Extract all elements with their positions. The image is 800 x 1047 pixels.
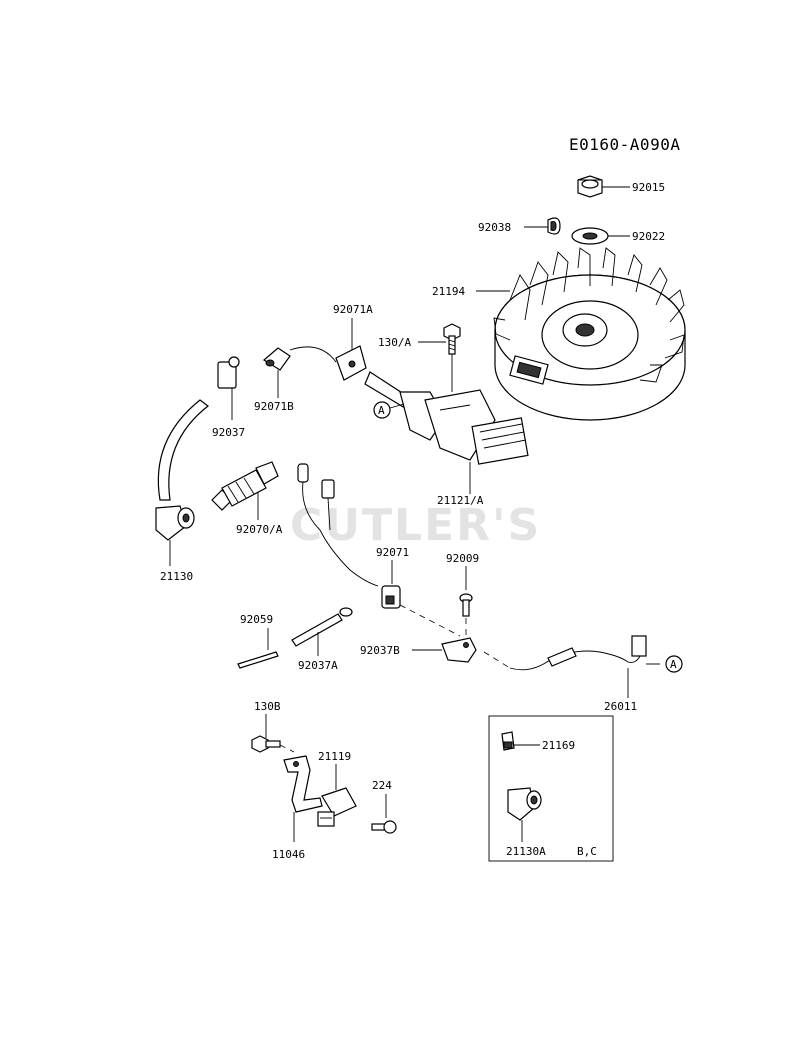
spark-plug-icon	[211, 461, 279, 511]
key-icon	[547, 217, 561, 235]
bolt-icon	[443, 323, 461, 355]
label-21194: 21194	[432, 285, 465, 298]
ignition-module-icon	[317, 787, 357, 827]
washer-icon	[571, 227, 609, 245]
mounting-bracket-icon	[283, 755, 323, 813]
label-92038: 92038	[478, 221, 511, 234]
label-130B: 130B	[254, 700, 281, 713]
label-92037A: 92037A	[298, 659, 338, 672]
nut-icon	[577, 175, 603, 198]
cable-tie-icon	[291, 607, 353, 647]
grommet-icon	[262, 347, 291, 371]
callout-a-marker	[373, 401, 391, 419]
diagram-code: E0160-A090A	[569, 135, 680, 154]
label-92022: 92022	[632, 230, 665, 243]
screw-224-icon	[371, 820, 397, 834]
label-92071: 92071	[376, 546, 409, 559]
label-21130A: 21130A	[506, 845, 546, 858]
label-224: 224	[372, 779, 392, 792]
bolt-130b-icon	[251, 735, 281, 753]
plug-cap-icon	[155, 505, 195, 541]
inset-note: B,C	[577, 845, 597, 858]
lead-wire-icon	[509, 635, 647, 671]
screw-icon	[459, 593, 473, 617]
label-92071A: 92071A	[333, 303, 373, 316]
wire-bracket-icon	[441, 637, 477, 663]
connector-icon	[501, 731, 515, 751]
plug-cap-b-icon	[507, 787, 542, 821]
label-92015: 92015	[632, 181, 665, 194]
wire-clip-icon	[217, 356, 240, 389]
label-21119: 21119	[318, 750, 351, 763]
label-21121A: 21121/A	[437, 494, 484, 507]
callout-a-letter-2: A	[670, 658, 677, 671]
watermark-text: CUTLER'S	[290, 500, 541, 551]
terminal-icon	[297, 463, 335, 499]
label-92070A: 92070/A	[236, 523, 283, 536]
label-21130: 21130	[160, 570, 193, 583]
flywheel-icon	[493, 247, 686, 421]
label-92009: 92009	[446, 552, 479, 565]
pin-icon	[237, 651, 279, 669]
label-26011: 26011	[604, 700, 637, 713]
ignition-coil-icon	[364, 371, 529, 465]
label-21169: 21169	[542, 739, 575, 752]
label-92037B: 92037B	[360, 644, 400, 657]
label-92037: 92037	[212, 426, 245, 439]
callout-a-marker-2	[665, 655, 683, 673]
label-92059: 92059	[240, 613, 273, 626]
inset-box	[488, 715, 614, 862]
rubber-clamp-icon	[381, 585, 401, 609]
label-130A: 130/A	[378, 336, 411, 349]
label-11046: 11046	[272, 848, 305, 861]
label-92071B: 92071B	[254, 400, 294, 413]
callout-a-letter: A	[378, 404, 385, 417]
ground-plate-icon	[335, 345, 367, 381]
